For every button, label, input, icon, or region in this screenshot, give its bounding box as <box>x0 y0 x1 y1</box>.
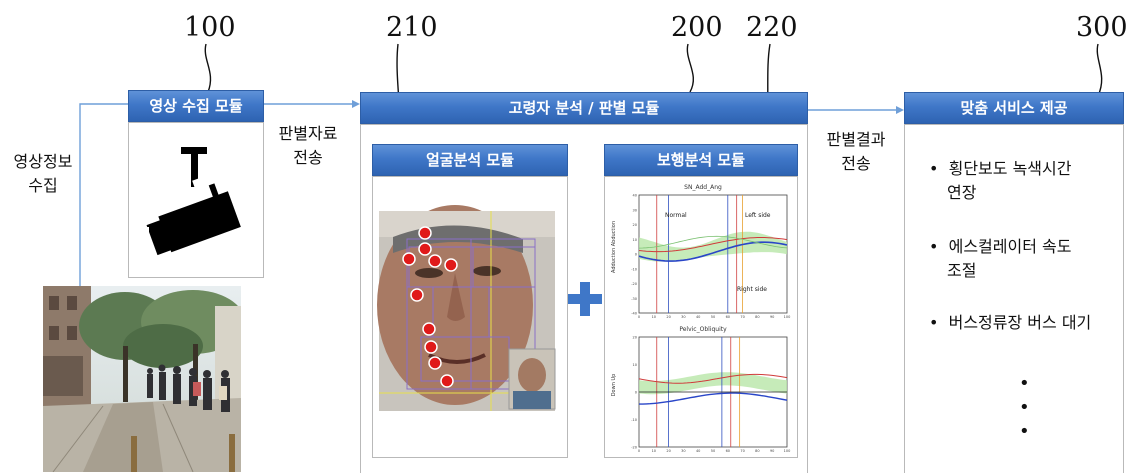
gait-chart1-ytick: -10 <box>631 267 637 271</box>
gait-chart2-ytick: -10 <box>631 418 637 422</box>
ref-100: 100 <box>184 12 236 43</box>
video-collection-label-line1: 영상정보 <box>13 152 73 171</box>
gait-chart2-xtick: 60 <box>726 449 730 453</box>
service-bullet-2-line1: 에스컬레이터 속도 <box>948 237 1072 256</box>
gait-chart1-xtick: 40 <box>696 315 700 319</box>
gait-chart2-ylabel: Down Up <box>611 374 617 397</box>
gait-chart2-xtick: 40 <box>696 449 700 453</box>
gait-chart1-xtick: 70 <box>740 315 744 319</box>
result-label-line2: 전송 <box>841 154 871 173</box>
gait-chart2-xtick: 50 <box>711 449 715 453</box>
gait-chart1-series-1 <box>638 237 788 253</box>
ref-200: 200 <box>671 12 723 43</box>
service-bullet-2-line2: 조절 <box>947 261 977 280</box>
gait-chart1-ytick: 10 <box>633 238 637 242</box>
gait-chart1-ytick: -40 <box>631 312 637 316</box>
video-collection-label-line2: 수집 <box>28 176 58 195</box>
gait-chart2-xtick: 30 <box>681 449 685 453</box>
gait-chart1-ytick: 20 <box>633 223 637 227</box>
gait-chart1-annotation-normal: Normal <box>665 212 687 219</box>
gait-chart1-title: SN_Add_Ang <box>684 184 722 191</box>
gait-chart1-annotation-right: Right side <box>737 286 767 293</box>
input-connector <box>79 103 128 286</box>
continuation-dot-2: • <box>1019 397 1030 418</box>
result-label-line1: 판별결과 <box>826 130 886 149</box>
ref-220: 220 <box>746 12 798 43</box>
gait-chart2-xtick: 10 <box>652 449 656 453</box>
gait-chart2-title: Pelvic_Obliquity <box>679 326 727 333</box>
gait-chart2-xtick: 90 <box>770 449 774 453</box>
service-header: 맞춤 서비스 제공 <box>904 92 1124 124</box>
service-bullet-3: • 버스정류장 버스 대기 <box>929 311 1091 335</box>
face-module-header: 얼굴분석 모듈 <box>372 144 568 176</box>
gait-chart1-xtick: 50 <box>711 315 715 319</box>
gait-charts: SN_Add_Ang Adduction Abduction 403020100… <box>611 184 790 454</box>
gait-chart1-xtick: 90 <box>770 315 774 319</box>
leader-300 <box>1096 43 1103 97</box>
gait-chart2-ytick: 10 <box>633 363 637 367</box>
leader-200 <box>686 43 695 93</box>
gait-chart2-xtick: 0 <box>638 449 640 453</box>
gait-chart1-xtick: 60 <box>726 315 730 319</box>
plus-icon <box>568 282 602 316</box>
gait-chart1-ytick: -20 <box>631 282 637 286</box>
service-bullet-1-line1: 횡단보도 녹색시간 <box>948 159 1072 178</box>
gait-chart1-xtick: 10 <box>652 315 656 319</box>
result-label: 판별결과 전송 <box>816 128 896 176</box>
ref-300: 300 <box>1076 12 1128 43</box>
gait-chart1-series-0 <box>638 241 788 262</box>
gait-chart2-series-1 <box>639 392 788 405</box>
street-photo <box>43 286 241 472</box>
face-module-panel <box>372 176 568 458</box>
gait-chart1-series-2 <box>638 235 788 249</box>
face-analysis-image <box>377 205 556 411</box>
gait-chart1-ytick: 40 <box>633 194 637 198</box>
transfer-label: 판별자료 전송 <box>268 122 348 170</box>
gait-chart1-ytick: -30 <box>631 297 637 301</box>
gait-chart2-normal-band <box>639 372 787 395</box>
gait-chart1-xtick: 30 <box>681 315 685 319</box>
gait-chart2-ytick: 20 <box>633 336 637 340</box>
service-bullet-3-line1: 버스정류장 버스 대기 <box>948 313 1092 332</box>
bullet-marker: • <box>929 159 939 178</box>
gait-module-header: 보행분석 모듈 <box>604 144 798 176</box>
gait-chart2-xtick: 80 <box>755 449 759 453</box>
gait-chart1-xtick: 100 <box>784 315 791 319</box>
gait-chart1-ylabel: Adduction Abduction <box>611 221 617 273</box>
service-bullet-1: • 횡단보도 녹색시간 연장 <box>929 157 1071 205</box>
analysis-module-header: 고령자 분석 / 판별 모듈 <box>360 92 808 124</box>
leader-100 <box>204 43 212 93</box>
gait-chart1-ytick: 30 <box>633 208 637 212</box>
gait-chart2-xtick: 100 <box>784 449 791 453</box>
transfer-label-line1: 판별자료 <box>278 124 338 143</box>
ref-210: 210 <box>386 12 438 43</box>
camera-module-header: 영상 수집 모듈 <box>128 90 264 122</box>
gait-chart1-ytick: 0 <box>635 253 637 257</box>
gait-chart2-series-0 <box>638 373 788 384</box>
bullet-marker: • <box>929 313 939 332</box>
gait-chart2-ytick: -20 <box>631 446 637 450</box>
transfer-label-line2: 전송 <box>293 148 323 167</box>
gait-chart1-annotation-left: Left side <box>745 212 771 219</box>
video-collection-label: 영상정보 수집 <box>8 150 78 198</box>
cctv-camera-icon <box>143 147 241 256</box>
continuation-dot-3: • <box>1019 421 1030 442</box>
gait-chart2-xtick: 70 <box>740 449 744 453</box>
service-bullet-2: • 에스컬레이터 속도 조절 <box>929 235 1071 283</box>
gait-chart1-xtick: 0 <box>638 315 640 319</box>
continuation-dot-1: • <box>1019 373 1030 394</box>
service-bullet-1-line2: 연장 <box>947 183 977 202</box>
gait-chart2-ytick: 0 <box>635 391 637 395</box>
camera-module-panel <box>128 122 264 278</box>
service-panel: • 횡단보도 녹색시간 연장 • 에스컬레이터 속도 조절 • 버스정류장 버스… <box>904 124 1124 473</box>
gait-chart1-normal-band <box>639 231 787 262</box>
gait-chart1-xtick: 20 <box>666 315 670 319</box>
bullet-marker: • <box>929 237 939 256</box>
gait-chart1-xtick: 80 <box>755 315 759 319</box>
gait-chart2-xtick: 20 <box>666 449 670 453</box>
